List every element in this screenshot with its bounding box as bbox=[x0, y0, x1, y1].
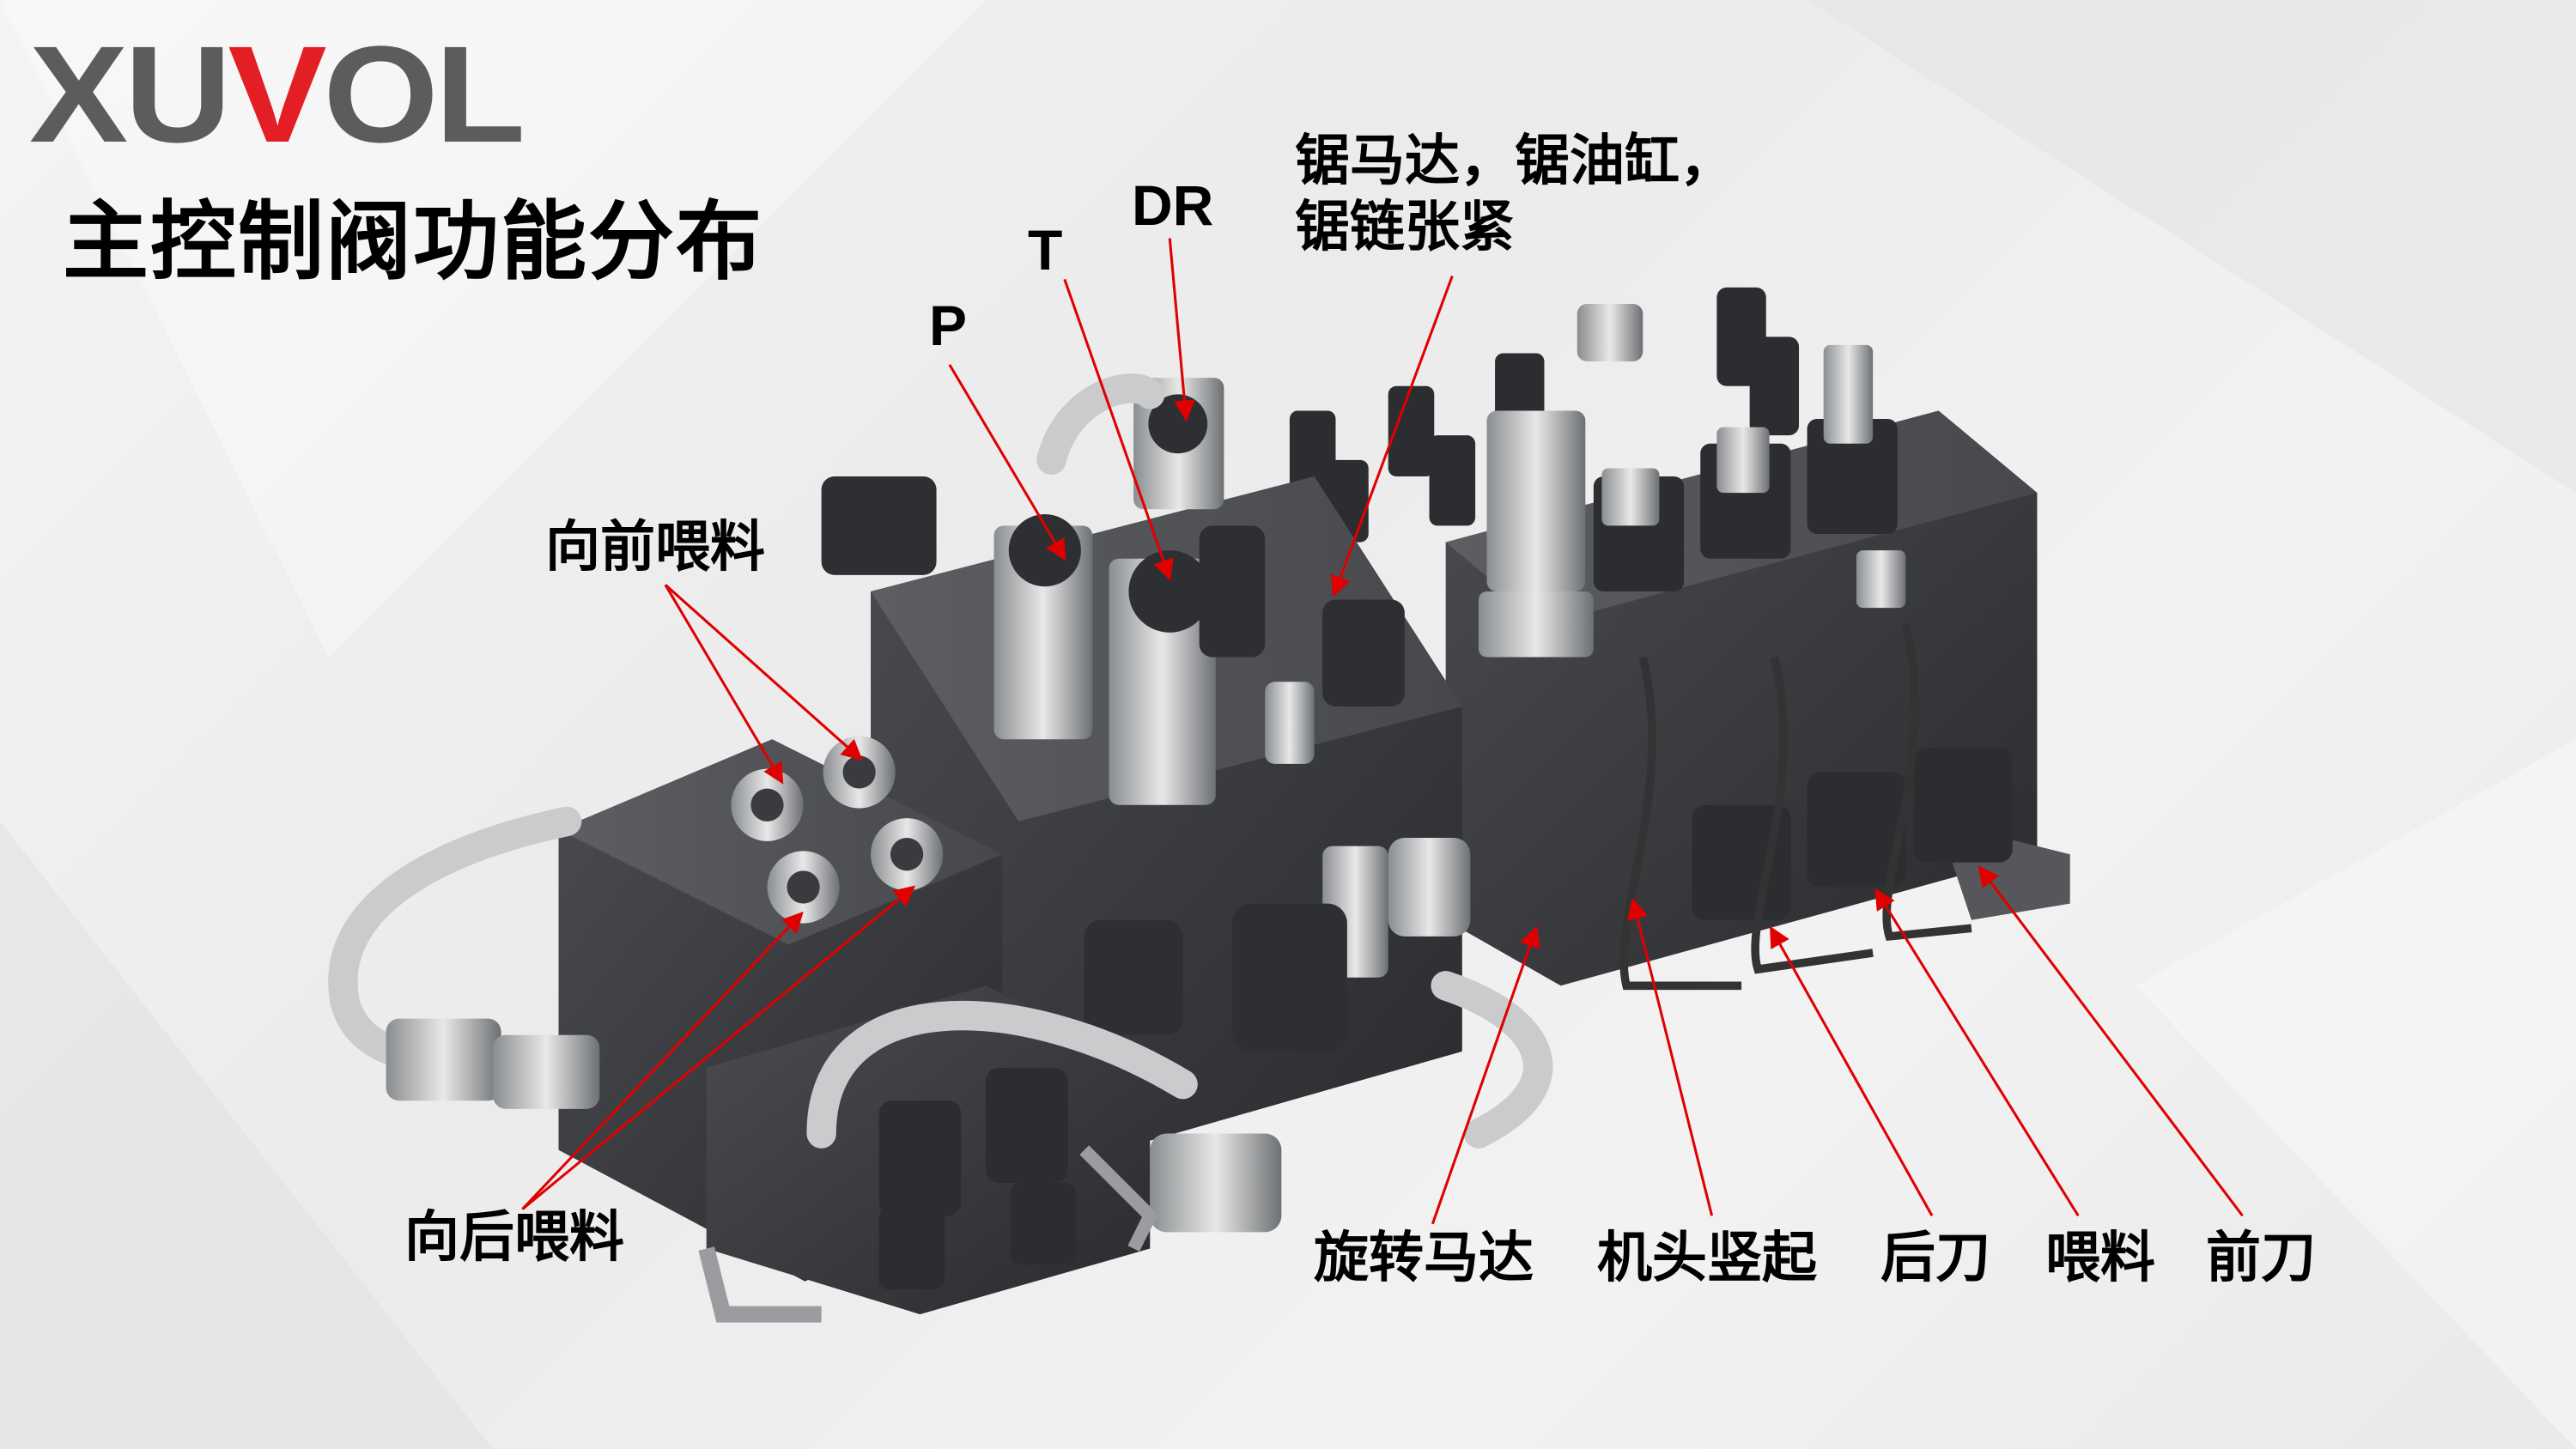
page-title: 主控制阀功能分布 bbox=[63, 191, 763, 292]
arrow-backward-feed-1 bbox=[521, 911, 804, 1210]
logo-accent: V bbox=[228, 17, 326, 171]
rotary-motor-label: 旋转马达 bbox=[1314, 1227, 1534, 1290]
feed-label: 喂料 bbox=[2045, 1227, 2155, 1290]
saw-label-line1: 锯马达，锯油缸， bbox=[1295, 130, 1735, 193]
arrow-forward-feed-1 bbox=[664, 584, 784, 785]
arrow-forward-feed-2 bbox=[664, 584, 863, 761]
saw-functions-label: 锯马达，锯油缸， 锯链张紧 bbox=[1295, 129, 1735, 261]
arrow-p bbox=[948, 364, 1066, 561]
arrow-front-knife bbox=[1978, 865, 2244, 1217]
rear-knife-label: 后刀 bbox=[1880, 1227, 1990, 1290]
brand-logo: XUVOL bbox=[29, 26, 526, 163]
saw-label-line2: 锯链张紧 bbox=[1295, 195, 1515, 259]
arrow-saw bbox=[1330, 275, 1454, 597]
logo-part: OL bbox=[323, 17, 526, 171]
arrow-head-raise bbox=[1627, 897, 1714, 1216]
port-label-p: P bbox=[929, 294, 968, 357]
logo-part: XU bbox=[29, 17, 232, 171]
arrow-t bbox=[1063, 278, 1174, 581]
arrow-dr bbox=[1168, 238, 1195, 422]
front-knife-label: 前刀 bbox=[2206, 1227, 2316, 1290]
arrow-feed bbox=[1874, 888, 2080, 1217]
port-label-t: T bbox=[1028, 218, 1063, 282]
arrow-backward-feed-2 bbox=[521, 885, 916, 1210]
port-label-dr: DR bbox=[1132, 173, 1214, 237]
arrow-rear-knife bbox=[1770, 925, 1934, 1216]
backward-feed-label: 向后喂料 bbox=[404, 1206, 624, 1270]
arrow-rotary-motor bbox=[1431, 925, 1540, 1225]
head-raise-label: 机头竖起 bbox=[1597, 1227, 1817, 1290]
forward-feed-label: 向前喂料 bbox=[545, 516, 765, 579]
